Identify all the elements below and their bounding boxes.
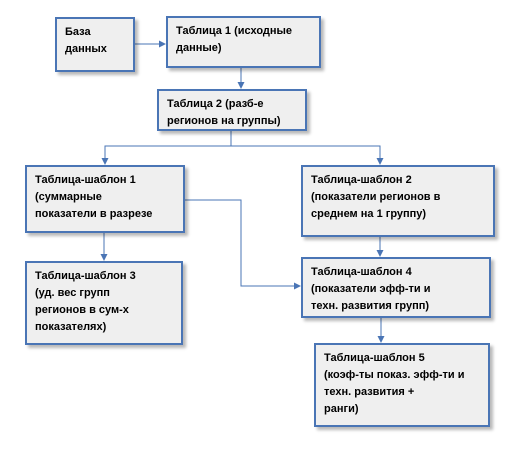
box-template5-label: Таблица-шаблон 5 (коэф-ты показ. эфф-ти … <box>324 352 465 415</box>
arrow-table2-split <box>101 131 232 165</box>
box-template5: Таблица-шаблон 5 (коэф-ты показ. эфф-ти … <box>314 343 490 427</box>
box-table2: Таблица 2 (разб-е регионов на группы) <box>157 89 307 131</box>
box-table2-label: Таблица 2 (разб-е регионов на группы) <box>167 98 281 127</box>
arrow-table2-to-template2 <box>231 145 384 165</box>
box-table1-label: Таблица 1 (исходные данные) <box>176 25 293 54</box>
box-table1: Таблица 1 (исходные данные) <box>166 16 321 68</box>
box-template1: Таблица-шаблон 1 (суммарные показатели в… <box>25 165 185 233</box>
box-template3-label: Таблица-шаблон 3 (уд. вес групп регионов… <box>35 270 136 333</box>
box-template2: Таблица-шаблон 2 (показатели регионов в … <box>301 165 495 237</box>
box-template4: Таблица-шаблон 4 (показатели эфф-ти и те… <box>301 257 491 318</box>
box-template4-label: Таблица-шаблон 4 (показатели эфф-ти и те… <box>311 266 431 312</box>
box-template2-label: Таблица-шаблон 2 (показатели регионов в … <box>311 174 441 220</box>
box-database-label: База данных <box>65 26 107 55</box>
box-template3: Таблица-шаблон 3 (уд. вес групп регионов… <box>25 261 183 345</box>
arrow-template1-to-template4 <box>185 199 301 290</box>
box-template1-label: Таблица-шаблон 1 (суммарные показатели в… <box>35 174 153 220</box>
box-database: База данных <box>55 17 135 72</box>
